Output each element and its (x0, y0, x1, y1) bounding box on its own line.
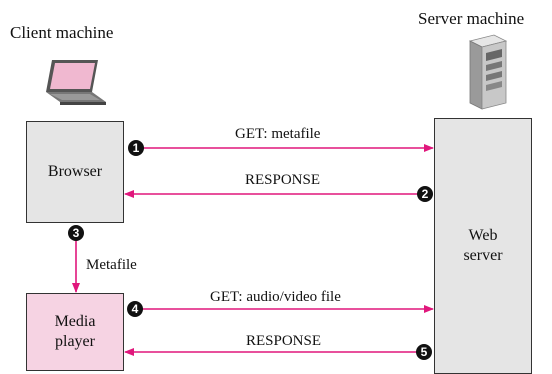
media-player-label: Media player (55, 312, 96, 352)
browser-label: Browser (47, 163, 103, 180)
metafile-label: Metafile (86, 257, 137, 273)
step-3-badge: 3 (68, 225, 84, 241)
media-player-label-line2: player (55, 333, 95, 350)
laptop-icon (46, 60, 106, 105)
step-4-number: 4 (132, 302, 139, 316)
get-av-label: GET: audio/video file (210, 289, 341, 305)
web-server-box: Web server (434, 118, 532, 374)
step-2-number: 2 (422, 187, 429, 201)
web-server-label: Web server (463, 226, 502, 266)
response1-label: RESPONSE (245, 172, 321, 188)
step-5-badge: 5 (416, 344, 432, 360)
media-player-label-line1: Media (54, 313, 96, 330)
step-4-badge: 4 (127, 301, 143, 317)
step-5-number: 5 (421, 345, 428, 359)
server-tower-icon (468, 34, 508, 110)
step-2-badge: 2 (417, 186, 433, 202)
web-server-label-line1: Web (468, 227, 498, 244)
step-3-number: 3 (73, 226, 80, 240)
web-server-label-line2: server (463, 247, 503, 264)
response2-label: RESPONSE (246, 333, 322, 349)
browser-box: Browser (26, 121, 124, 223)
server-machine-title: Server machine (418, 9, 525, 28)
step-1-number: 1 (133, 141, 140, 155)
client-machine-title: Client machine (10, 23, 114, 42)
step-1-badge: 1 (128, 140, 144, 156)
get-metafile-label: GET: metafile (235, 126, 321, 142)
